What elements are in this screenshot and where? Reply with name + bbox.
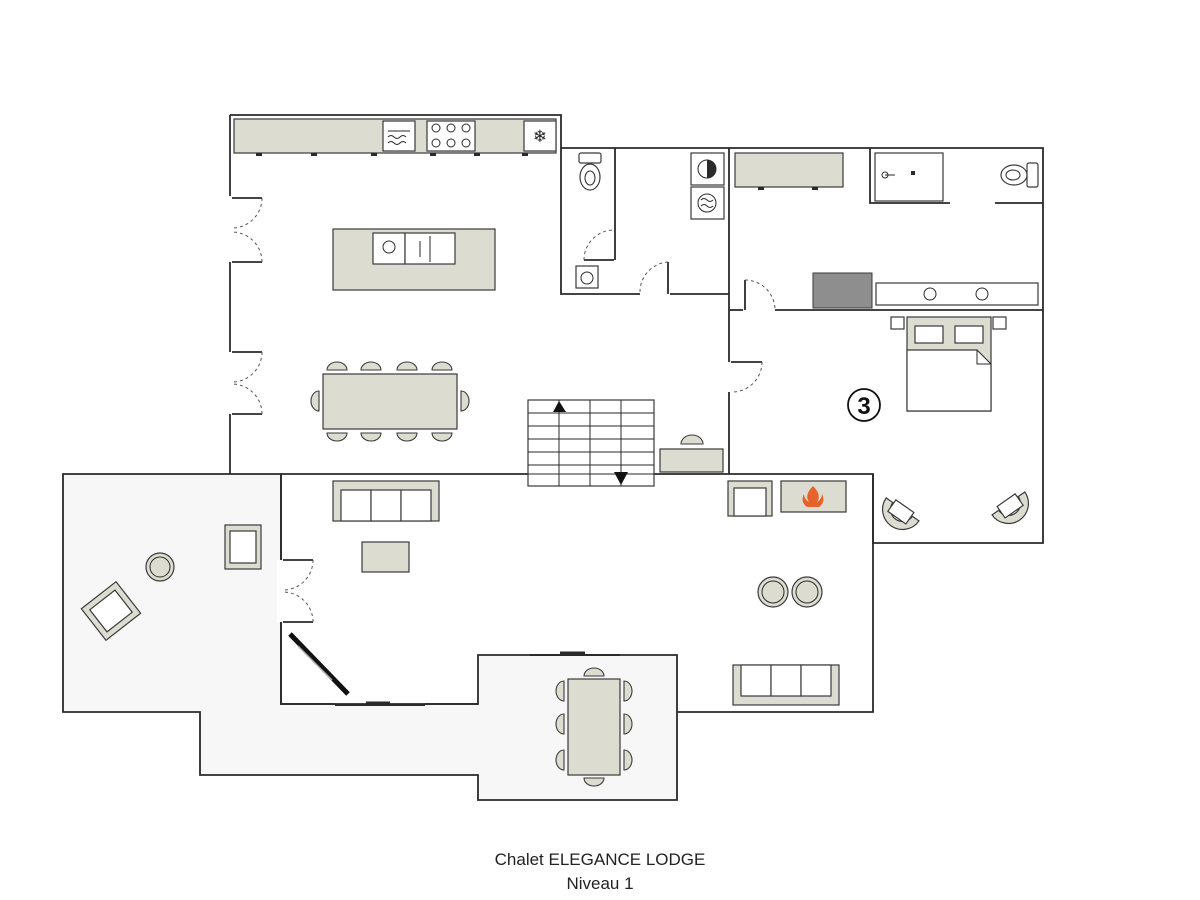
chair xyxy=(310,361,470,442)
armchair xyxy=(727,480,773,517)
plan-level: Niveau 1 xyxy=(566,874,634,893)
kitchen-island xyxy=(332,228,496,291)
freezer-icon: ❄ xyxy=(523,120,557,152)
stools xyxy=(757,576,823,608)
coffee-table xyxy=(361,541,410,573)
sofa xyxy=(732,664,840,706)
dryer-icon xyxy=(690,152,725,186)
plan-title: Chalet ELEGANCE LODGE xyxy=(494,850,706,869)
side-table xyxy=(145,552,175,582)
washer-icon xyxy=(690,186,725,220)
fireplace-icon xyxy=(780,480,847,513)
shower-tray xyxy=(812,272,873,309)
desk xyxy=(659,434,724,473)
sink-icon xyxy=(372,232,456,265)
svg-text:❄: ❄ xyxy=(533,127,547,147)
oven-icon xyxy=(382,120,416,152)
lounge-chair xyxy=(80,580,142,642)
lounge-chair xyxy=(224,524,262,570)
stairs-icon xyxy=(527,399,655,487)
kitchen-counter: ❄ xyxy=(233,118,557,156)
bathroom-counter xyxy=(734,152,844,188)
toilet-icon xyxy=(1000,162,1039,188)
cooktop-icon xyxy=(426,120,476,152)
bed-icon xyxy=(890,316,1007,412)
vanity xyxy=(875,282,1039,306)
room-number-3: 3 xyxy=(847,388,881,422)
svg-text:3: 3 xyxy=(857,393,870,420)
walls xyxy=(229,114,1044,713)
toilet-icon xyxy=(578,152,602,191)
shower-icon xyxy=(874,152,944,202)
sliding-door xyxy=(288,632,620,706)
armchair xyxy=(882,491,1029,531)
outdoor-dining-table xyxy=(555,667,633,787)
sink-icon xyxy=(575,265,599,289)
kitchen-doors xyxy=(231,197,263,415)
dining-table xyxy=(310,361,470,442)
sofa xyxy=(332,480,440,522)
